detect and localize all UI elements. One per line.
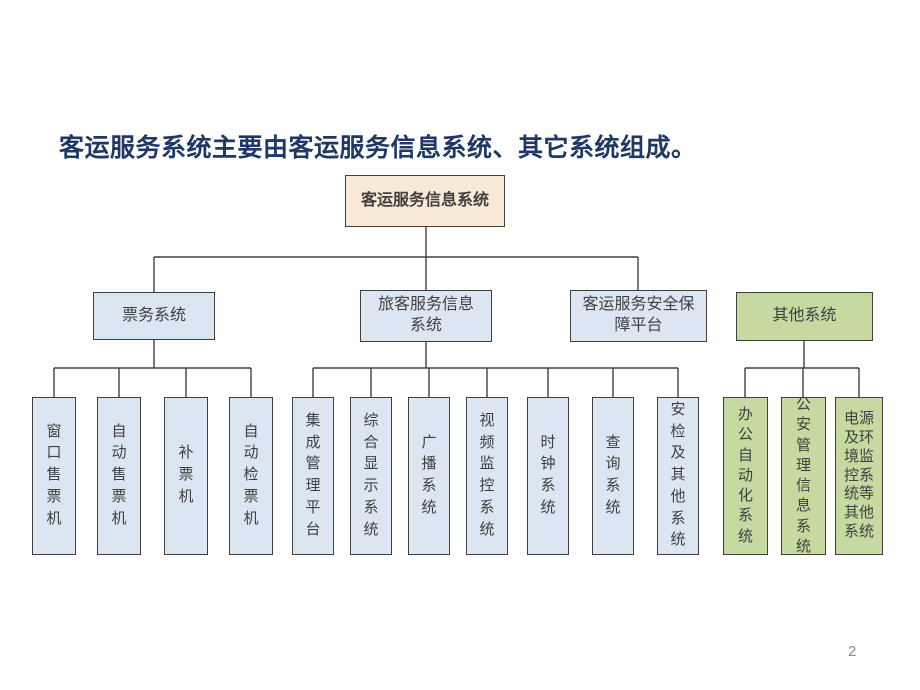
node-integrated-management-platform: 集成管理平台 <box>292 397 334 555</box>
node-video-surveillance-system: 视频监控系统 <box>466 397 508 555</box>
node-window-ticket-machine: 窗口售票机 <box>32 397 76 555</box>
node-label: 安检及其他系统 <box>670 401 686 549</box>
node-label: 视频监控系统 <box>479 412 495 538</box>
node-security-check-and-other-systems: 安检及其他系统 <box>657 397 699 555</box>
node-clock-system: 时钟系统 <box>527 397 569 555</box>
node-office-automation-system: 办公自动化系统 <box>723 397 768 555</box>
node-safety-assurance-platform: 客运服务安全保 障平台 <box>570 290 707 342</box>
page-number: 2 <box>848 643 857 660</box>
node-label: 办公自动化系统 <box>737 407 753 545</box>
node-inquiry-system: 查询系统 <box>592 397 634 555</box>
node-public-security-management-info-system: 公安管理信息系统 <box>781 397 826 555</box>
node-label: 自动售票机 <box>111 423 127 527</box>
connector-passenger-to-children <box>312 342 679 397</box>
node-supplementary-ticket-machine: 补票机 <box>164 397 208 555</box>
node-label: 窗口售票机 <box>46 423 62 527</box>
node-ticketing-system: 票务系统 <box>93 292 215 340</box>
node-passenger-service-info-system: 客运服务信息系统 <box>345 175 505 227</box>
node-label: 公安管理信息系统 <box>795 397 811 555</box>
node-broadcast-system: 广播系统 <box>408 397 450 555</box>
node-label: 客运服务安全保 障平台 <box>582 296 695 334</box>
node-label: 旅客服务信息 系统 <box>377 296 474 334</box>
node-passenger-service-info: 旅客服务信息 系统 <box>360 290 492 342</box>
node-label: 补票机 <box>178 445 194 505</box>
connector-root-to-level1 <box>153 227 639 292</box>
connector-ticketing-to-children <box>53 340 252 397</box>
connector-other-to-children <box>744 341 860 397</box>
node-label: 自动检票机 <box>243 423 259 527</box>
node-label: 集成管理平台 <box>305 412 321 538</box>
slide-title: 客运服务系统主要由客运服务信息系统、其它系统组成。 <box>59 135 697 162</box>
node-label: 电源及环境监控系统等其他系统 <box>843 411 874 540</box>
node-label: 时钟系统 <box>540 434 556 516</box>
node-auto-ticket-gate-machine: 自动检票机 <box>229 397 273 555</box>
node-auto-ticket-vending-machine: 自动售票机 <box>97 397 141 555</box>
node-power-environment-monitoring-and-other-systems: 电源及环境监控系统等其他系统 <box>835 397 883 555</box>
node-label: 查询系统 <box>605 434 621 516</box>
node-label: 票务系统 <box>121 306 186 324</box>
node-label: 广播系统 <box>421 434 437 516</box>
node-comprehensive-display-system: 综合显示系统 <box>350 397 392 555</box>
node-label: 客运服务信息系统 <box>360 191 489 209</box>
node-label: 综合显示系统 <box>363 412 379 538</box>
node-other-systems: 其他系统 <box>736 292 873 341</box>
node-label: 其他系统 <box>772 307 837 325</box>
